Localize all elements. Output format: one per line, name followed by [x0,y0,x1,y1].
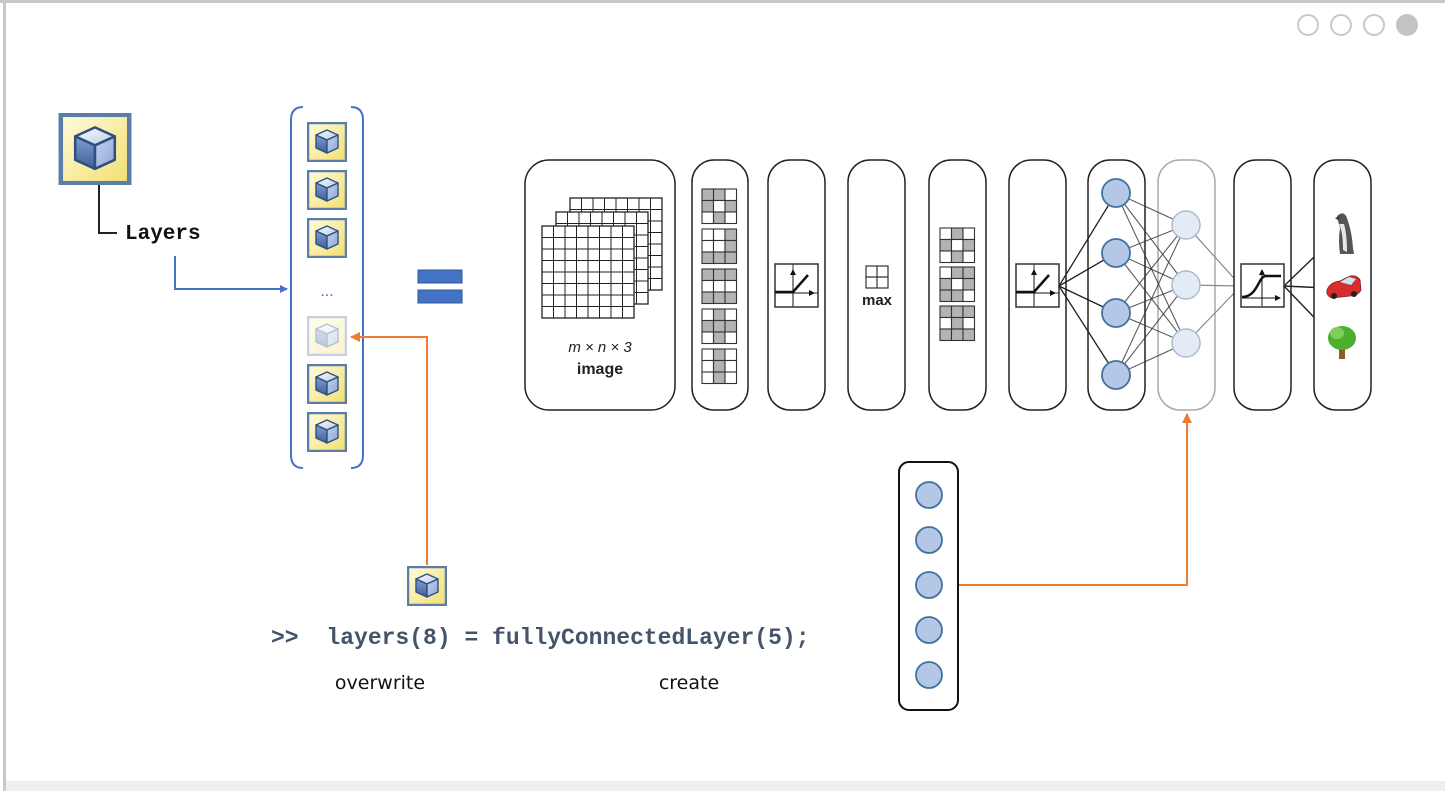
conv-filter [701,188,738,225]
fc-edge [1115,284,1187,376]
slide-dot-1[interactable] [1297,14,1319,36]
slide-dot-2[interactable] [1330,14,1352,36]
replaced-layer-cube-icon [307,316,347,356]
fc-neuron [1101,298,1131,328]
input-dims-label: m × n × 3 [568,339,632,356]
fc-edge [1115,224,1187,314]
slide-navigation [1297,14,1418,36]
layers-root-cube-icon [61,115,129,183]
conv-filter [939,305,976,342]
new-layer-cube-icon [407,566,447,606]
conv-filter [701,268,738,305]
fc-edge [1115,192,1187,344]
relu2-icon [1015,263,1060,308]
layers-label: Layers [125,223,201,246]
orange-create-arrow [958,413,1192,586]
layer-array-brackets [290,106,364,469]
orange-overwrite-arrow [350,332,428,565]
new-fc-neuron [915,616,943,644]
conv-filter [701,228,738,265]
conv-filter [701,308,738,345]
new-fc-neurons [915,481,943,689]
fc-edge [1058,285,1117,376]
conv-filter [939,266,976,303]
equals-icon [417,269,463,304]
blue-arrow [174,256,288,293]
slide-dot-3[interactable] [1363,14,1385,36]
fc-edge [1115,224,1187,376]
slide-dot-4-active[interactable] [1396,14,1418,36]
layer-item-cube-icon [307,412,347,452]
penguin-icon [1335,213,1354,254]
layer-item-cube-icon [307,170,347,210]
maxpool-icon [865,265,889,289]
fc-neurons [1101,178,1201,390]
create-caption: create [659,672,719,694]
input-image-label: image [577,361,623,378]
replaced-fc-neuron [1171,270,1201,300]
conv-filters-icon [701,188,738,385]
fc-layer-box [1087,159,1146,411]
conv2-filters-icon [939,227,976,342]
relu-icon [774,263,819,308]
conv-filter [701,348,738,385]
pool-label: max [862,292,893,309]
sigmoid-icon [1240,263,1285,308]
overwrite-caption: overwrite [335,672,425,694]
window-top-border [0,0,1445,3]
new-fc-neuron [915,526,943,554]
layer-item-cube-icon [307,122,347,162]
command-prompt: >> [271,625,299,651]
new-fc-neuron [915,571,943,599]
new-fc-neuron [915,481,943,509]
fc-edge [1058,192,1117,287]
command-text: layers(8) = fullyConnectedLayer(5); [326,625,809,651]
bottom-scrollbar-track[interactable] [6,781,1445,791]
cnn-network-diagram: m × n × 3 image max [524,159,1372,411]
conv-filter [939,227,976,264]
window-left-border [3,0,6,791]
array-ellipsis: ... [320,283,333,300]
fc-connections [1058,192,1242,376]
command-line: >> layers(8) = fullyConnectedLayer(5); [271,625,810,651]
fc-neuron [1101,178,1131,208]
layer-array: ... [307,122,347,452]
new-fc-neuron [915,661,943,689]
replaced-fc-neuron [1171,328,1201,358]
fc-neuron [1101,238,1131,268]
fc-edge [1115,252,1187,344]
car-icon [1326,275,1362,299]
layer-item-cube-icon [307,218,347,258]
tree-connector-line [98,185,117,234]
fc-neuron [1101,360,1131,390]
layer-item-cube-icon [307,364,347,404]
image-grid-icon [541,197,663,319]
replaced-fc-neuron [1171,210,1201,240]
tree-icon [1328,326,1356,359]
